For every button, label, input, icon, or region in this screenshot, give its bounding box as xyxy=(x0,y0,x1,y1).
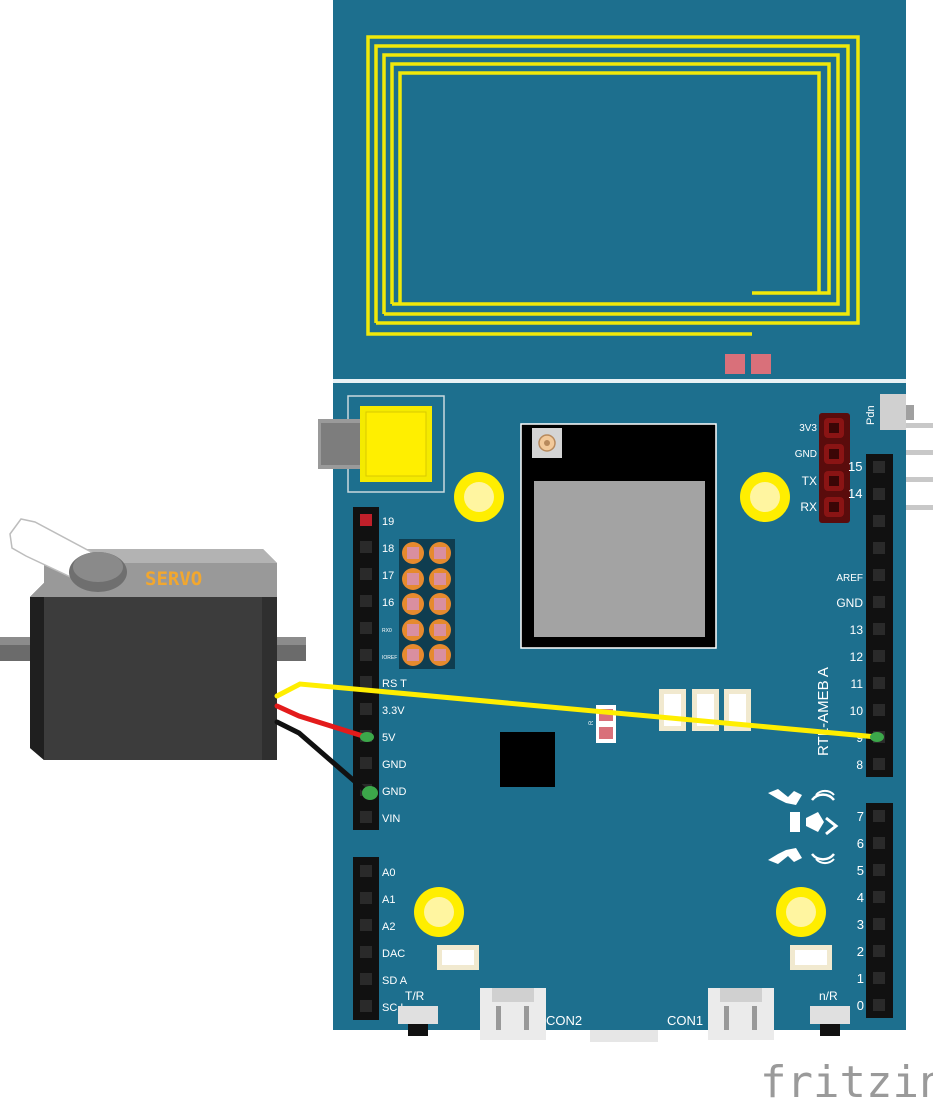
left-pin-labels-top: 19 18 17 16 RX0 IOREF RS T 3.3V 5V GND G… xyxy=(382,516,407,825)
uart-pin-numbers: 15 14 xyxy=(848,459,862,501)
mounting-holes xyxy=(414,472,826,937)
left-pin-header-top xyxy=(353,507,379,830)
right-pin-labels-top: AREF GND 13 12 11 10 9 8 xyxy=(836,573,863,772)
uart-label-tx: TX xyxy=(802,474,817,488)
uart-label-gnd: GND xyxy=(795,449,817,460)
pin-label-5: 5 xyxy=(857,863,864,878)
pin-label-5v: 5V xyxy=(382,732,396,744)
pin-label-dac: DAC xyxy=(382,948,405,960)
pin-label-18: 18 xyxy=(382,543,394,555)
tr-label: T/R xyxy=(405,989,425,1003)
wifi-module xyxy=(520,423,717,649)
fritzing-watermark: fritzing xyxy=(760,1057,933,1108)
button-nr: n/R xyxy=(810,989,850,1036)
pin-label-2: 2 xyxy=(857,944,864,959)
pin-label-11: 11 xyxy=(851,677,864,691)
right-pin-header-top xyxy=(866,454,893,777)
pin-label-aref: AREF xyxy=(836,573,863,584)
uart-label-rx: RX xyxy=(800,500,817,514)
wire-ground xyxy=(274,719,370,795)
pin-label-8: 8 xyxy=(856,758,863,772)
pin-label-vin: VIN xyxy=(382,813,400,825)
usb-connector-con1 xyxy=(708,988,774,1040)
board-divider xyxy=(333,379,906,383)
icsp-header xyxy=(399,539,455,669)
pin-label-17: 17 xyxy=(382,570,394,582)
pin-label-7: 7 xyxy=(857,809,864,824)
pin-label-ioref: IOREF xyxy=(382,655,397,661)
left-pin-header-bottom xyxy=(353,857,379,1020)
uart-labels: 3V3 GND xyxy=(795,423,818,460)
wire-signal xyxy=(274,681,880,740)
wire-power xyxy=(274,703,369,740)
servo-label: SERVO xyxy=(145,568,202,590)
button-tr: T/R xyxy=(398,989,438,1036)
pin-label-a2: A2 xyxy=(382,921,395,933)
con2-label: CON2 xyxy=(546,1013,582,1028)
pin-label-1: 1 xyxy=(857,971,864,986)
pin-label-a1: A1 xyxy=(382,894,395,906)
right-pin-header-bottom xyxy=(866,803,893,1018)
pin-label-3: 3 xyxy=(857,917,864,932)
wires xyxy=(274,681,880,795)
uart-labels-txrx: TX RX xyxy=(800,474,817,514)
pin-label-gnd-1: GND xyxy=(382,759,407,771)
pin-number-14: 14 xyxy=(848,486,862,501)
pdn-switch: Pdn xyxy=(865,394,933,510)
uart-header xyxy=(819,413,850,523)
pin-label-gnd-right: GND xyxy=(836,596,863,610)
pin-label-9: 9 xyxy=(856,731,863,745)
nr-label: n/R xyxy=(819,989,838,1003)
pin-label-rx0: RX0 xyxy=(382,628,392,634)
resistor-label: R xyxy=(589,720,595,725)
pin-label-rst: RS T xyxy=(382,678,407,690)
pin-label-3v3: 3.3V xyxy=(382,705,405,717)
nfc-antenna-coil xyxy=(366,35,860,336)
ic-chip xyxy=(500,732,555,787)
wire-connectors xyxy=(360,732,884,800)
usb-bottom-tab xyxy=(590,1030,658,1042)
pin-label-19: 19 xyxy=(382,516,394,528)
con1-label: CON1 xyxy=(667,1013,703,1028)
pin-label-12: 12 xyxy=(850,650,864,664)
pin-label-a0: A0 xyxy=(382,867,395,879)
realtek-logo xyxy=(768,789,839,865)
pin-label-gnd-2: GND xyxy=(382,786,407,798)
pin-label-16: 16 xyxy=(382,597,394,609)
pdn-label: Pdn xyxy=(865,405,877,425)
pin-label-13: 13 xyxy=(850,623,864,637)
pin-number-15: 15 xyxy=(848,459,862,474)
servo-motor: SERVO xyxy=(0,518,306,760)
right-pin-labels-bottom: 7 6 5 4 3 2 1 0 xyxy=(857,809,864,1013)
pin-label-sda: SD A xyxy=(382,975,408,987)
board-name: RTL-AMEB A xyxy=(815,667,832,756)
pin-label-10: 10 xyxy=(850,704,864,718)
pin-label-6: 6 xyxy=(857,836,864,851)
pin-label-0: 0 xyxy=(857,998,864,1013)
power-jack xyxy=(318,395,445,493)
uart-label-3v3: 3V3 xyxy=(799,423,817,434)
usb-connector-con2 xyxy=(480,988,546,1040)
pin-label-4: 4 xyxy=(857,890,864,905)
